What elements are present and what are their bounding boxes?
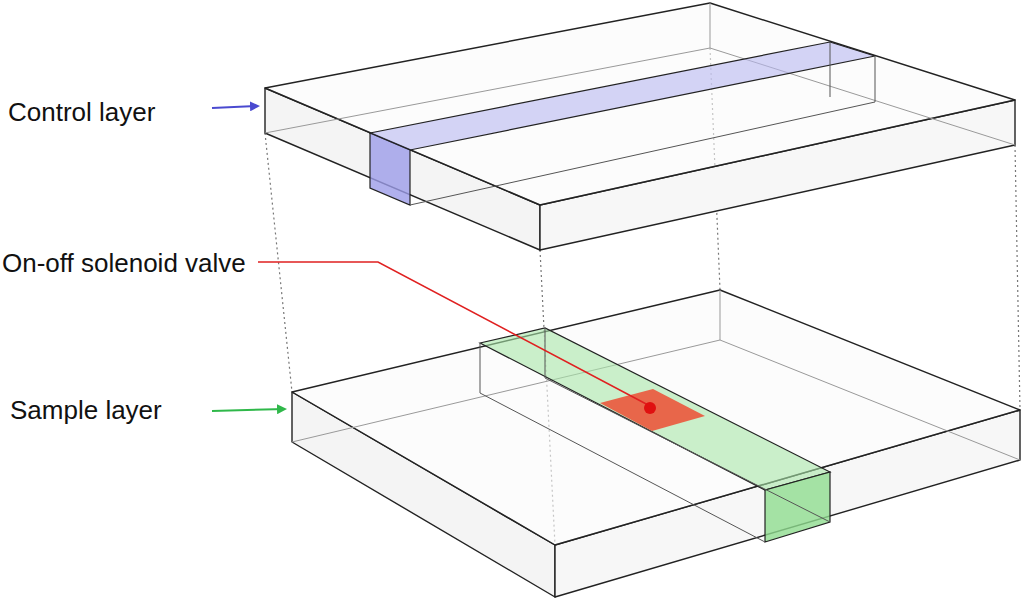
control-arrow bbox=[212, 106, 258, 108]
callout-label: On-off solenoid valve bbox=[2, 249, 246, 279]
sample-layer-slab bbox=[292, 290, 1020, 597]
sample-arrow bbox=[212, 409, 285, 411]
layer-label: Sample layer bbox=[10, 396, 162, 426]
layer-label: Control layer bbox=[8, 98, 155, 128]
control-channel bbox=[370, 42, 875, 205]
valve-dot bbox=[644, 402, 656, 414]
control-layer-slab bbox=[265, 3, 1015, 250]
sample-channel bbox=[480, 328, 830, 542]
valve-leader bbox=[258, 262, 650, 406]
valve-region bbox=[600, 389, 705, 431]
